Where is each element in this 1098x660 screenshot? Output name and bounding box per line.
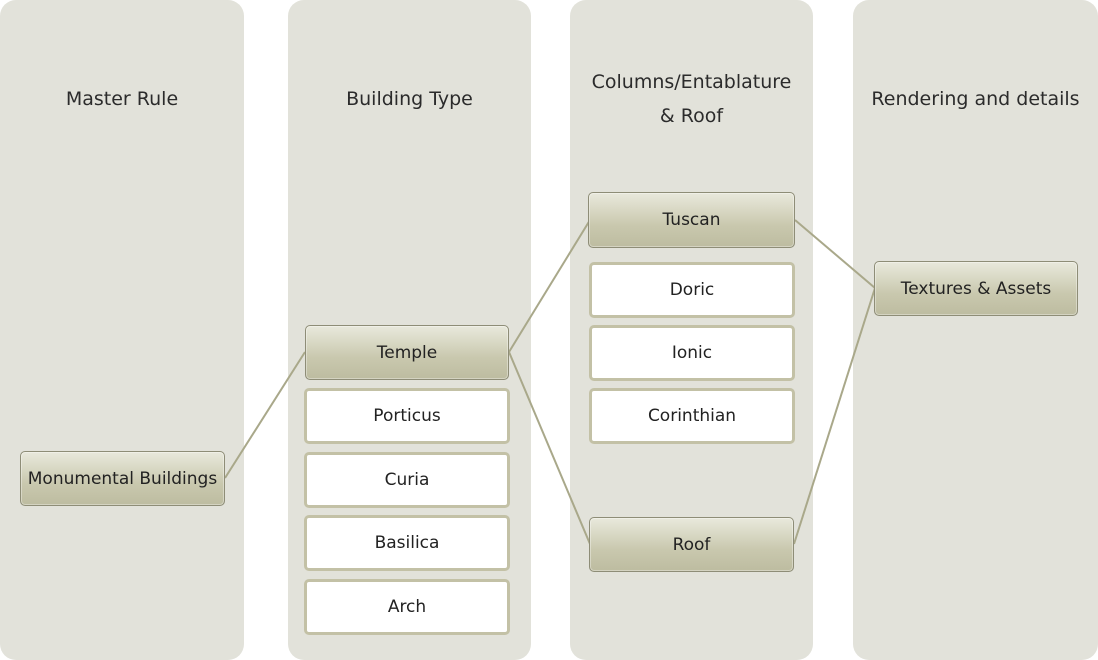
connector-tuscan-textures: [794, 219, 876, 289]
node-porticus[interactable]: Porticus: [304, 388, 510, 444]
connector-temple-tuscan: [508, 219, 591, 353]
lane-title-master-rule: Master Rule: [65, 88, 179, 110]
lane-rendering: Rendering and details: [853, 0, 1098, 660]
node-ionic[interactable]: Ionic: [589, 325, 795, 381]
node-roof[interactable]: Roof: [589, 517, 794, 572]
node-arch[interactable]: Arch: [304, 579, 510, 635]
lane-master-rule: Master Rule: [0, 0, 244, 660]
lane-title-columns-line2: & Roof: [659, 105, 724, 127]
node-doric[interactable]: Doric: [589, 262, 795, 318]
lane-title-building-type: Building Type: [346, 88, 473, 110]
node-textures-assets[interactable]: Textures & Assets: [874, 261, 1078, 316]
node-basilica[interactable]: Basilica: [304, 515, 510, 571]
connector-roof-textures: [793, 287, 876, 545]
connector-temple-roof: [508, 351, 591, 545]
node-corinthian[interactable]: Corinthian: [589, 388, 795, 444]
connector-monumental-temple: [224, 351, 306, 479]
node-tuscan[interactable]: Tuscan: [588, 192, 795, 248]
lane-title-rendering: Rendering and details: [871, 88, 1080, 110]
node-curia[interactable]: Curia: [304, 452, 510, 508]
lane-title-columns-line1: Columns/Entablature: [591, 71, 792, 93]
node-temple[interactable]: Temple: [305, 325, 509, 380]
node-monumental-buildings[interactable]: Monumental Buildings: [20, 451, 225, 506]
